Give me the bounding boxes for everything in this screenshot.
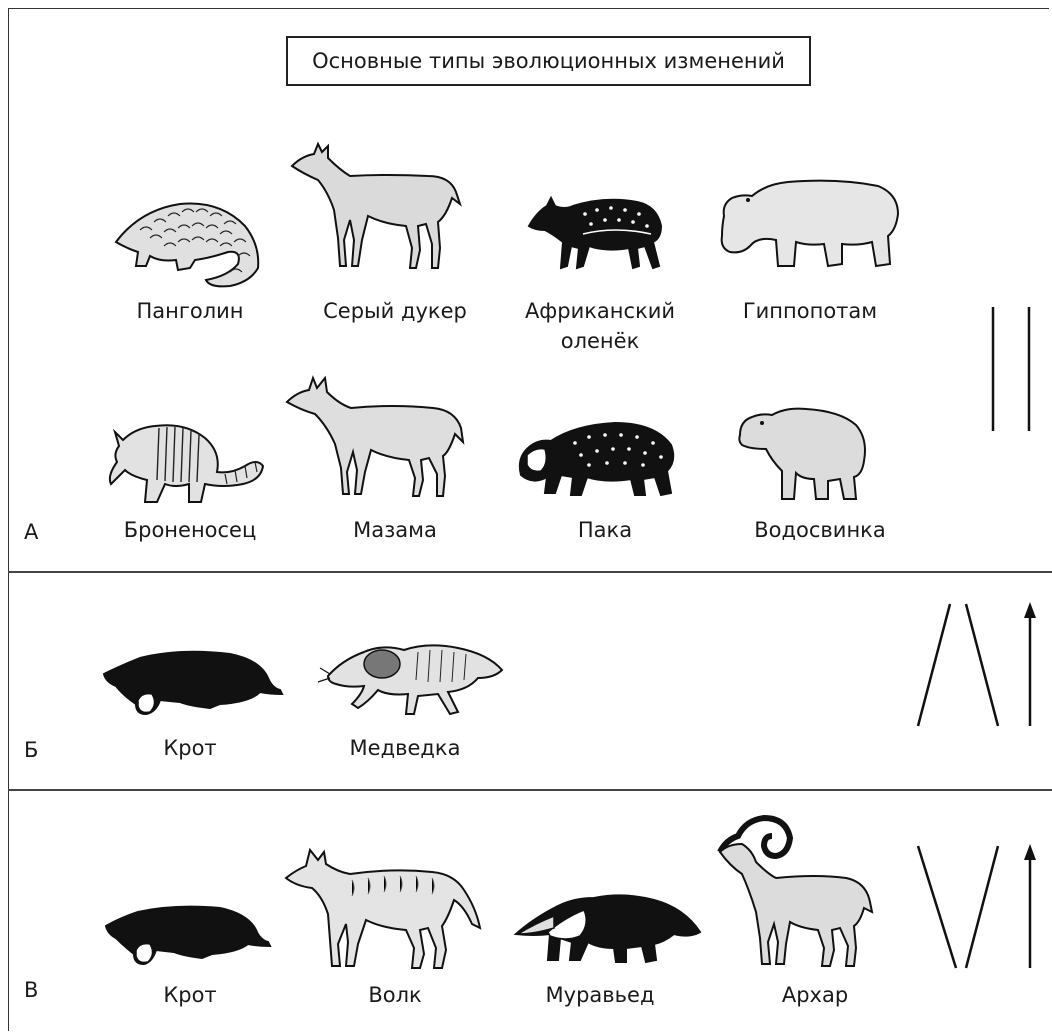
section-letter-c: В xyxy=(24,978,38,1002)
animal-label: Волк xyxy=(305,980,485,1010)
animal-label: Архар xyxy=(725,980,905,1010)
mole-icon xyxy=(100,648,285,718)
section-letter-a: А xyxy=(24,520,38,544)
paca-icon xyxy=(515,415,680,500)
section-divider xyxy=(8,571,1052,573)
animal-label: Пака xyxy=(515,515,695,545)
grey-duiker-icon xyxy=(288,140,463,275)
divergence-icon xyxy=(910,842,1042,972)
parallel-lines-icon xyxy=(985,305,1035,433)
figure-title: Основные типы эволюционных изменений xyxy=(286,36,811,86)
section-divider xyxy=(8,789,1052,791)
armadillo-icon xyxy=(105,418,270,508)
animal-label: Панголин xyxy=(110,296,270,326)
anteater-icon xyxy=(514,884,702,964)
animal-label: Крот xyxy=(100,733,280,763)
hippopotamus-icon xyxy=(718,176,903,271)
animal-label: Мазама xyxy=(305,515,485,545)
animal-label: Африканскийоленёк xyxy=(510,296,690,356)
african-chevrotain-icon xyxy=(525,192,670,272)
animal-label: Муравьед xyxy=(510,980,690,1010)
pangolin-icon xyxy=(110,190,270,290)
wolf-icon xyxy=(282,844,482,974)
animal-label: Крот xyxy=(100,980,280,1010)
animal-label: Водосвинка xyxy=(730,515,910,545)
animal-label: Серый дукер xyxy=(305,296,485,326)
convergence-icon xyxy=(910,600,1042,730)
animal-label: Гиппопотам xyxy=(720,296,900,326)
mole-cricket-icon xyxy=(318,630,508,720)
mole-icon xyxy=(102,904,272,966)
argali-icon xyxy=(716,812,876,970)
capybara-icon xyxy=(736,405,871,503)
animal-label: Броненосец xyxy=(100,515,280,545)
section-letter-b: Б xyxy=(24,738,38,762)
animal-label: Медведка xyxy=(315,733,495,763)
mazama-icon xyxy=(283,372,468,502)
